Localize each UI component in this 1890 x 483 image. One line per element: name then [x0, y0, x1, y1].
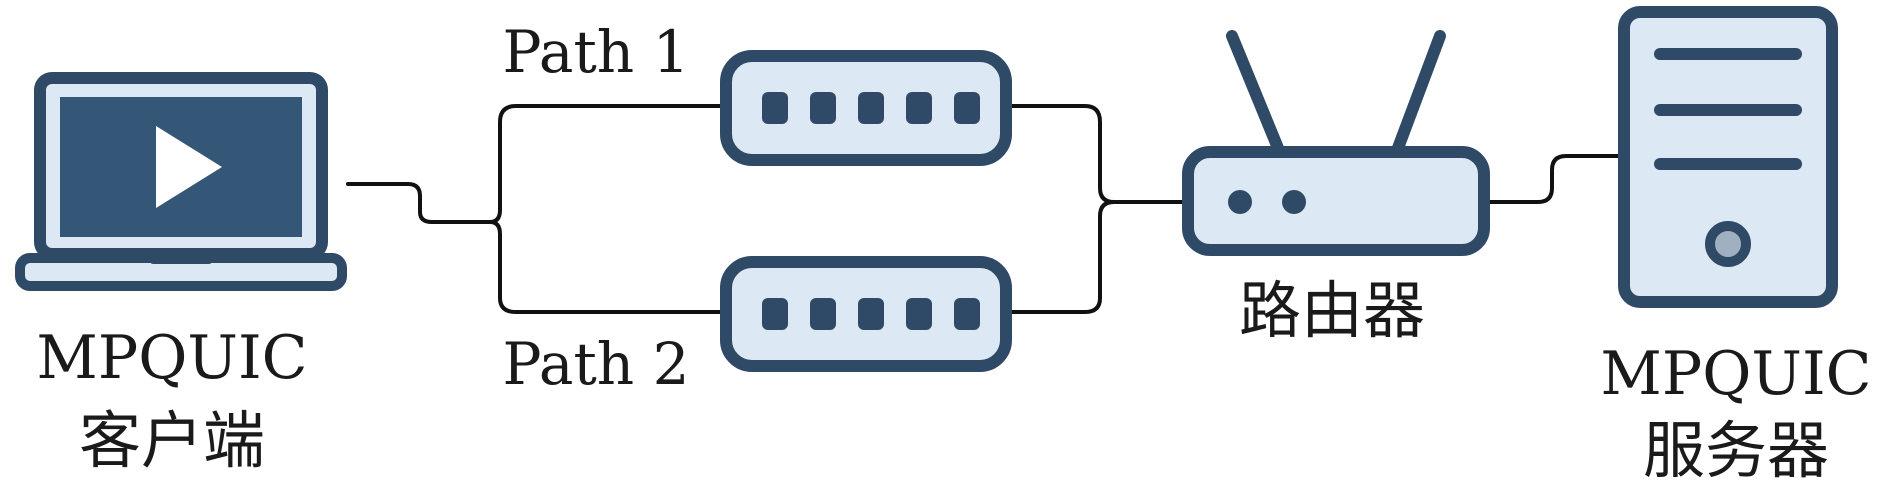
client-label-line1: MPQUIC	[36, 323, 307, 393]
router-label: 路由器	[1239, 274, 1425, 347]
server-label-line2: 服务器	[1643, 414, 1829, 483]
wifi-router-icon	[1182, 30, 1490, 256]
wire-path1-right	[1010, 104, 1184, 204]
client-label-line2: 客户端	[79, 404, 265, 477]
switch-path1-icon	[720, 50, 1012, 166]
laptop-play-icon	[15, 72, 347, 291]
wire-server	[1488, 154, 1620, 204]
connection-wires	[346, 104, 1620, 314]
wire-path2-left	[488, 220, 724, 314]
server-label-line1: MPQUIC	[1600, 339, 1871, 409]
switch-path2-icon	[720, 256, 1012, 372]
path2-label: Path 2	[503, 330, 690, 398]
server-tower-icon	[1618, 6, 1838, 308]
wire-client	[346, 182, 492, 224]
wire-path2-right	[1010, 200, 1184, 314]
wire-path1-left	[488, 104, 724, 224]
path1-label: Path 1	[503, 18, 690, 86]
